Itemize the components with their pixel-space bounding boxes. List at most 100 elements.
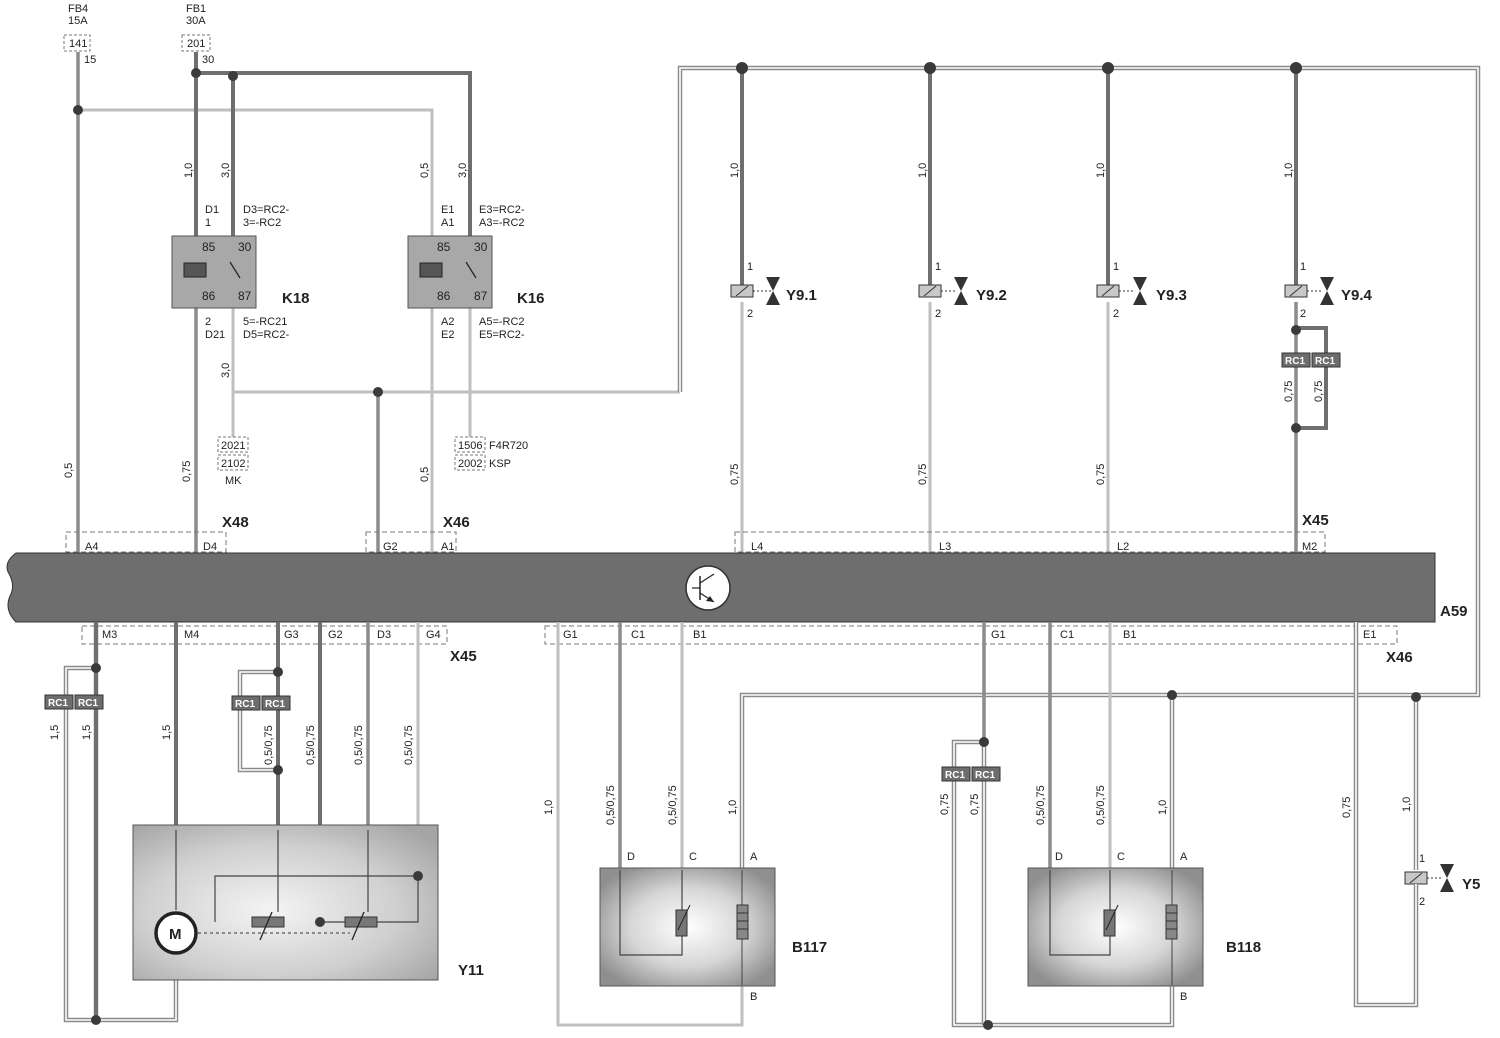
valve-feed-bus [677, 65, 1481, 870]
svg-text:0,75: 0,75 [181, 461, 193, 482]
svg-text:0,5/0,75: 0,5/0,75 [403, 725, 415, 765]
svg-text:0,75: 0,75 [939, 794, 951, 815]
fuse-fb1-rating: 30A [186, 15, 206, 27]
fuse-fb1-box [181, 34, 211, 52]
svg-text:G3: G3 [284, 629, 299, 641]
svg-text:D3=RC2-: D3=RC2- [243, 204, 289, 216]
svg-text:D1: D1 [205, 204, 219, 216]
relay-k18: 85 30 86 87 K18 D1 1 D3=RC2- 3=-RC2 2 D2… [171, 204, 310, 341]
svg-text:L3: L3 [939, 541, 951, 553]
svg-text:RC1: RC1 [1315, 356, 1335, 367]
svg-text:M4: M4 [184, 629, 199, 641]
svg-text:X45: X45 [450, 648, 477, 665]
svg-text:C1: C1 [1060, 629, 1074, 641]
svg-text:1,5: 1,5 [49, 725, 61, 740]
relay-k18-pin-87: 87 [238, 289, 252, 303]
relay-k16: 85 30 86 87 K16 E1 A1 E3=RC2- A3=-RC2 A2… [407, 204, 545, 341]
svg-text:1: 1 [747, 261, 753, 273]
component-b118: D C A B B118 [1027, 851, 1261, 1003]
svg-text:0,75: 0,75 [1313, 381, 1325, 402]
svg-text:G2: G2 [328, 629, 343, 641]
svg-text:2: 2 [935, 308, 941, 320]
svg-text:L2: L2 [1117, 541, 1129, 553]
svg-text:0,5/0,75: 0,5/0,75 [605, 785, 617, 825]
svg-text:1,0: 1,0 [183, 163, 195, 178]
b118-label: B118 [1226, 939, 1261, 956]
svg-text:RC1: RC1 [975, 770, 995, 781]
valve-y9-2: 1 2 Y9.2 [918, 261, 1007, 320]
svg-text:X46: X46 [1386, 649, 1413, 666]
connector-x45-bottom: X45 M3 M4 G3 G2 D3 G4 [81, 625, 477, 665]
potentiometer-2 [344, 916, 378, 928]
svg-text:3,0: 3,0 [220, 163, 232, 178]
fuse-fb4-rating: 15A [68, 15, 88, 27]
svg-text:C: C [689, 851, 697, 863]
valve-y9-2-label: Y9.2 [976, 287, 1007, 304]
svg-text:0,5: 0,5 [419, 467, 431, 482]
svg-text:D21: D21 [205, 329, 225, 341]
relay-k18-pin-86: 86 [202, 289, 216, 303]
fuse-fb1-pin: 30 [202, 54, 214, 66]
svg-text:RC1: RC1 [78, 698, 98, 709]
svg-text:M2: M2 [1302, 541, 1317, 553]
svg-text:RC1: RC1 [1285, 356, 1305, 367]
svg-text:X46: X46 [443, 514, 470, 531]
svg-text:3,0: 3,0 [220, 363, 232, 378]
valve-y9-1: 1 2 Y9.1 [730, 261, 817, 320]
y5-wires: 0,75 1,0 [1341, 622, 1419, 1008]
svg-text:E5=RC2-: E5=RC2- [479, 329, 525, 341]
relay-k16-pin-85: 85 [437, 240, 451, 254]
svg-text:2021: 2021 [221, 440, 245, 452]
svg-text:X45: X45 [1302, 512, 1329, 529]
svg-text:2: 2 [1113, 308, 1119, 320]
svg-text:1,5: 1,5 [161, 725, 173, 740]
svg-text:0,75: 0,75 [969, 794, 981, 815]
svg-text:0,75: 0,75 [917, 464, 929, 485]
svg-text:2002: 2002 [458, 458, 482, 470]
svg-text:1,0: 1,0 [1157, 800, 1169, 815]
svg-text:2: 2 [1419, 896, 1425, 908]
svg-text:RC1: RC1 [235, 699, 255, 710]
svg-text:1: 1 [205, 217, 211, 229]
valve-wires [736, 62, 1328, 555]
svg-text:1,5: 1,5 [81, 725, 93, 740]
rc1-tags-y9-4: RC1 RC1 [1281, 352, 1341, 368]
svg-text:3=-RC2: 3=-RC2 [243, 217, 281, 229]
svg-text:A1: A1 [441, 217, 454, 229]
svg-text:X48: X48 [222, 514, 249, 531]
fuse-fb4: FB4 15A 141 15 [63, 3, 96, 66]
fuse-fb4-name: FB4 [68, 3, 88, 15]
component-b117: D C A B B117 [599, 851, 827, 1003]
relay-k16-pin-30: 30 [474, 240, 488, 254]
terminal-mk: 2021 2102 MK [217, 436, 249, 487]
supply-wires [73, 52, 680, 555]
module-a59: A59 [6, 552, 1468, 623]
svg-text:1: 1 [935, 261, 941, 273]
svg-text:E3=RC2-: E3=RC2- [479, 204, 525, 216]
wire-size-labels-bottom-left: 1,5 1,5 1,5 0,5/0,75 0,5/0,75 0,5/0,75 0… [49, 725, 415, 765]
svg-text:5=-RC21: 5=-RC21 [243, 316, 287, 328]
svg-text:D4: D4 [203, 541, 217, 553]
valve-y9-4: 1 2 Y9.4 [1284, 261, 1373, 320]
svg-text:L4: L4 [751, 541, 763, 553]
valve-y5-label: Y5 [1462, 876, 1480, 893]
valve-y9-3-label: Y9.3 [1156, 287, 1187, 304]
svg-text:1,0: 1,0 [917, 163, 929, 178]
relay-k16-pin-86: 86 [437, 289, 451, 303]
b118-wires: RC1 RC1 0,75 0,75 0,5/0,75 0,5/0,75 1,0 [939, 622, 1175, 1030]
svg-text:1,0: 1,0 [1283, 163, 1295, 178]
svg-text:A1: A1 [441, 541, 454, 553]
svg-text:G2: G2 [383, 541, 398, 553]
svg-text:A: A [750, 851, 758, 863]
svg-text:D: D [627, 851, 635, 863]
svg-text:A4: A4 [85, 541, 98, 553]
module-a59-label: A59 [1440, 603, 1468, 620]
svg-text:B: B [750, 991, 757, 1003]
relay-k16-pin-87: 87 [474, 289, 488, 303]
svg-text:G1: G1 [991, 629, 1006, 641]
connector-x46-bottom: X46 G1 C1 B1 G1 C1 B1 E1 [544, 625, 1413, 666]
svg-text:KSP: KSP [489, 458, 511, 470]
svg-text:1,0: 1,0 [543, 800, 555, 815]
valve-y9-3: 1 2 Y9.3 [1096, 261, 1187, 320]
svg-text:0,5/0,75: 0,5/0,75 [1035, 785, 1047, 825]
